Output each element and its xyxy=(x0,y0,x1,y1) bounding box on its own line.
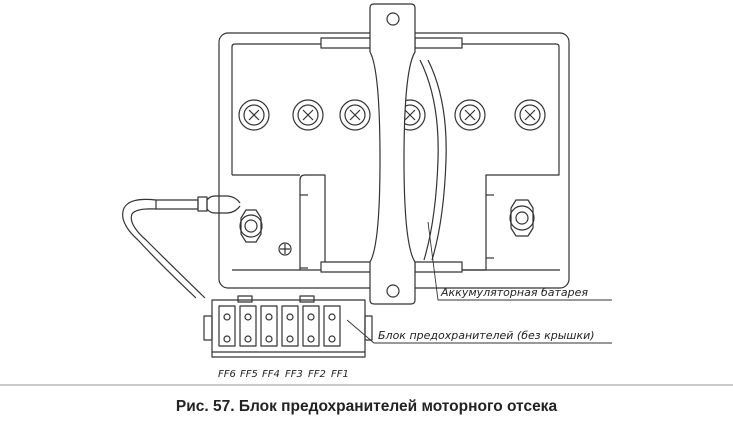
vent-cap-5 xyxy=(454,99,486,131)
vent-cap-3 xyxy=(339,99,371,131)
battery-label: Аккумуляторная батарея xyxy=(440,286,588,299)
vent-cap-6 xyxy=(514,99,546,131)
vent-caps xyxy=(238,99,546,131)
leader-lines xyxy=(346,221,612,344)
positive-terminal xyxy=(509,199,535,237)
fuse-label-ff2: FF2 xyxy=(308,369,326,380)
vent-cap-2 xyxy=(292,99,324,131)
fuse-box xyxy=(203,295,373,358)
cable xyxy=(122,195,241,299)
fuse-label-ff6: FF6 xyxy=(218,369,236,380)
fuse-label-ff1: FF1 xyxy=(331,369,349,380)
fuse-slot-ff2 xyxy=(302,305,320,347)
figure-caption: Рис. 57. Блок предохранителей моторного … xyxy=(175,398,558,415)
fuse-box-label: Блок предохранителей (без крышки) xyxy=(378,329,595,342)
hold-down-strap xyxy=(320,3,463,305)
negative-terminal xyxy=(239,209,292,256)
fuse-slot-ff5 xyxy=(239,305,257,347)
vent-cap-1 xyxy=(238,99,270,131)
fuse-slot-ff4 xyxy=(260,305,278,347)
fuse-slot-ff3 xyxy=(281,305,299,347)
fuse-slot-ff1 xyxy=(323,305,341,347)
fuse-slot-ff6 xyxy=(218,305,236,347)
fuse-label-ff5: FF5 xyxy=(240,369,258,380)
fuse-slots xyxy=(218,305,341,347)
fuse-label-ff3: FF3 xyxy=(285,369,303,380)
fuse-label-ff4: FF4 xyxy=(262,369,280,380)
